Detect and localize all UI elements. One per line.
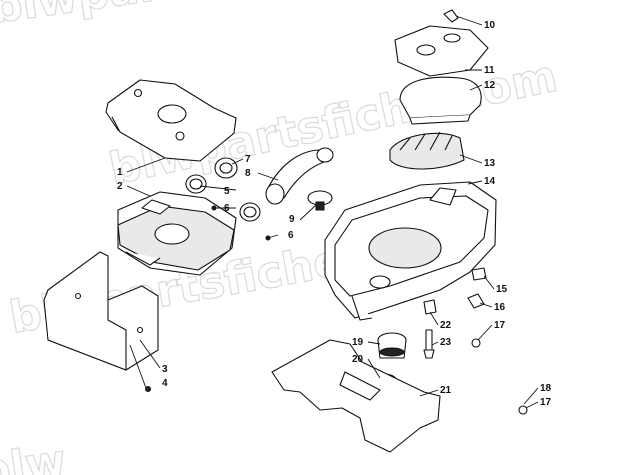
drain-hose (471, 338, 528, 415)
filter-element (389, 131, 465, 170)
coupler (214, 157, 238, 179)
intake-boot (265, 147, 334, 205)
callout-8: 8 (245, 168, 251, 179)
svg-text:blw: blw (0, 435, 69, 475)
cover-gasket (394, 25, 489, 77)
callout-17b: 17 (540, 397, 552, 408)
callout-5: 5 (224, 186, 230, 197)
callout-6a: 6 (224, 203, 230, 214)
mounting-bracket (43, 251, 159, 371)
callout-20: 20 (352, 354, 364, 365)
callout-15: 15 (496, 284, 508, 295)
airbox-base (117, 191, 237, 276)
fitting-22 (423, 299, 437, 315)
fastener-screw (129, 344, 151, 392)
callout-16: 16 (494, 302, 506, 313)
callout-13: 13 (484, 158, 496, 169)
airbox-lid (105, 79, 237, 162)
callout-7: 7 (245, 154, 251, 165)
callout-labels: 1 2 3 4 5 6 6 7 8 9 10 11 12 13 14 15 16… (117, 20, 552, 408)
callout-1: 1 (117, 167, 123, 178)
fitting-15 (471, 267, 487, 281)
callout-12: 12 (484, 80, 496, 91)
sensor-23 (423, 329, 435, 359)
hose-clamp-upper (185, 174, 207, 194)
boot-19 (377, 332, 407, 359)
callout-4: 4 (162, 378, 168, 389)
callout-19: 19 (352, 337, 364, 348)
svg-text:blwpartsfiche.com: blwpartsfiche.com (0, 0, 446, 34)
callout-9: 9 (289, 214, 295, 225)
callout-17a: 17 (494, 320, 506, 331)
wing-nut (443, 9, 459, 23)
callout-23: 23 (440, 337, 452, 348)
callout-3: 3 (162, 364, 168, 375)
base-pad (271, 339, 441, 453)
callout-22: 22 (440, 320, 452, 331)
main-housing (324, 181, 497, 321)
callout-11: 11 (484, 65, 495, 76)
leader-lines (126, 15, 539, 409)
air-cover (399, 76, 482, 125)
callout-18: 18 (540, 383, 552, 394)
fitting-16 (467, 293, 485, 309)
hose-clamp-lower (239, 202, 261, 222)
callout-14: 14 (484, 176, 496, 187)
callout-10: 10 (484, 20, 496, 31)
callout-21: 21 (440, 385, 452, 396)
clamp-9 (307, 190, 333, 211)
callout-2: 2 (117, 181, 123, 192)
callout-6b: 6 (288, 230, 294, 241)
